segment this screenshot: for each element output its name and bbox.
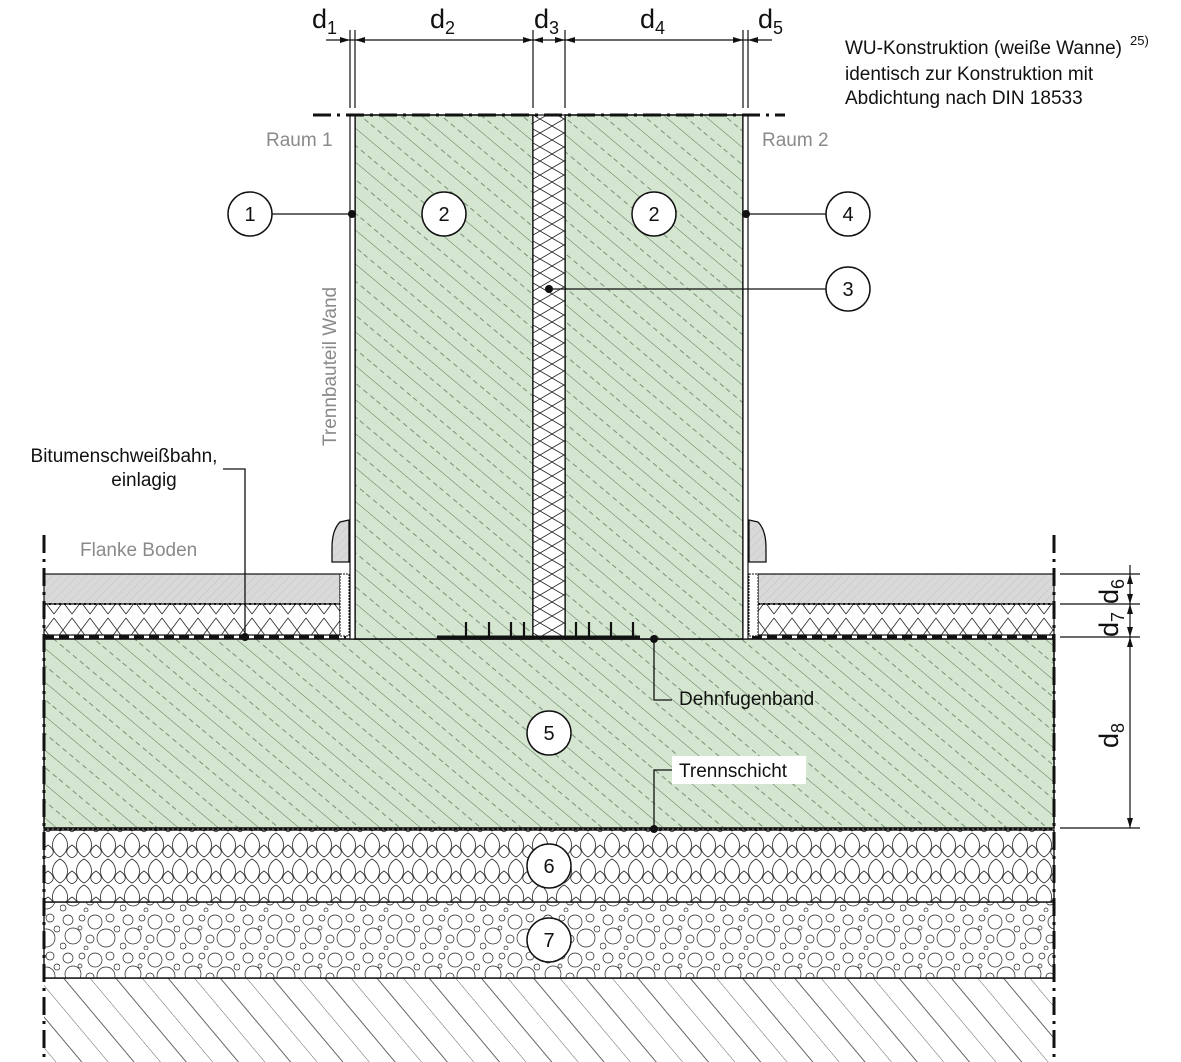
dimension-d2: d2 bbox=[430, 4, 455, 38]
callout-2b-number: 2 bbox=[648, 204, 659, 226]
plaster-left bbox=[349, 114, 356, 640]
note-line-3: Abdichtung nach DIN 18533 bbox=[845, 88, 1083, 109]
callout-6-circle bbox=[526, 843, 572, 889]
bitumen-leader bbox=[223, 468, 246, 637]
top-dimension-arrows bbox=[340, 37, 758, 43]
note-line-1: WU-Konstruktion (weiße Wanne)25) bbox=[845, 33, 1149, 59]
plaster-right bbox=[742, 114, 749, 640]
separation-leader bbox=[653, 769, 672, 829]
callout-2a-circle bbox=[421, 191, 467, 237]
edge-strip-left bbox=[339, 573, 350, 637]
dimension-d1: d1 bbox=[312, 4, 337, 38]
screed-left bbox=[43, 573, 341, 605]
joint-tape-leader bbox=[653, 639, 672, 701]
callout-7-circle bbox=[526, 917, 572, 963]
separation-leader-dot bbox=[650, 825, 658, 833]
callout-3-circle bbox=[825, 266, 871, 312]
impact-insulation-left bbox=[43, 603, 341, 636]
impact-insulation-right bbox=[757, 603, 1055, 636]
edge-strip-right bbox=[748, 573, 759, 637]
wall-joint-insulation bbox=[532, 114, 566, 640]
joint-tape-leader-dot bbox=[650, 635, 658, 643]
callout-2b-circle bbox=[631, 191, 677, 237]
note-line-2: identisch zur Konstruktion mit bbox=[845, 64, 1094, 85]
callout-4-leader-dot bbox=[742, 210, 750, 218]
joint-tape-label: Dehnfugenband bbox=[679, 689, 814, 710]
callout-3-number: 3 bbox=[842, 279, 853, 301]
soil-layer bbox=[44, 978, 1054, 1062]
top-dimension-chain bbox=[326, 30, 772, 108]
dimension-d6: d6 bbox=[1094, 579, 1128, 604]
wall-label: Trennbauteil Wand bbox=[320, 287, 341, 446]
callout-1-circle bbox=[227, 191, 273, 237]
callout-5-number: 5 bbox=[543, 723, 554, 745]
room-1-label: Raum 1 bbox=[266, 130, 333, 151]
callout-4-number: 4 bbox=[842, 204, 853, 226]
callout-1-leader-dot bbox=[348, 210, 356, 218]
separation-label: Trennschicht bbox=[679, 761, 788, 782]
separation-label-bg bbox=[672, 756, 806, 784]
skirting-right bbox=[748, 519, 767, 563]
callout-3-leader-dot bbox=[545, 285, 553, 293]
dimension-d8: d8 bbox=[1094, 723, 1128, 748]
callout-4-circle bbox=[825, 191, 871, 237]
joint-tape bbox=[437, 622, 640, 639]
screed-right bbox=[757, 573, 1055, 605]
callout-1-number: 1 bbox=[244, 204, 255, 226]
dimension-d5: d5 bbox=[758, 4, 783, 38]
dimension-d7: d7 bbox=[1094, 612, 1128, 637]
right-dimension-arrows bbox=[1127, 574, 1133, 828]
callout-7-number: 7 bbox=[543, 930, 554, 952]
callout-6-number: 6 bbox=[543, 856, 554, 878]
bitumen-label-line-2: einlagig bbox=[111, 470, 177, 491]
skirting-left bbox=[331, 519, 350, 563]
callout-5-circle bbox=[526, 710, 572, 756]
bitumen-label-line-1: Bitumenschweißbahn, bbox=[31, 446, 218, 467]
dimension-d4: d4 bbox=[640, 4, 665, 38]
room-2-label: Raum 2 bbox=[762, 130, 829, 151]
flank-floor-label: Flanke Boden bbox=[80, 540, 197, 561]
bitumen-leader-dot bbox=[241, 633, 249, 641]
dimension-d3: d3 bbox=[534, 4, 559, 38]
callout-2a-number: 2 bbox=[438, 204, 449, 226]
